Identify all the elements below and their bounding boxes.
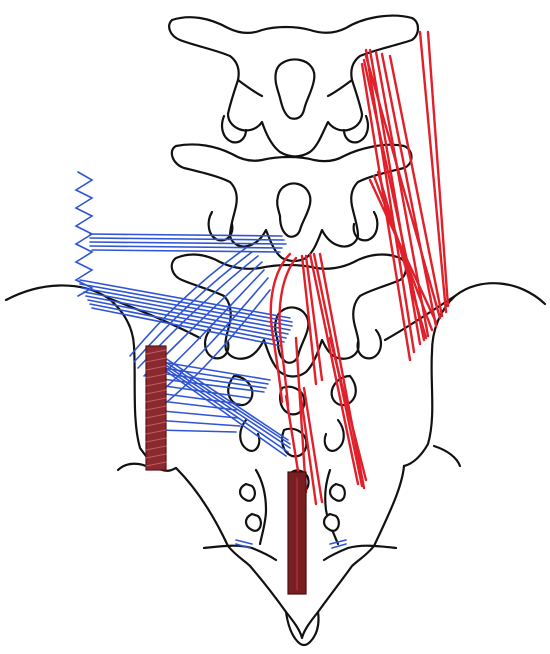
- blue-lower-fan: [150, 348, 290, 456]
- sacral-foramen-3: [246, 514, 261, 531]
- bone-outline: [6, 16, 545, 645]
- sacral-foramen-4: [324, 514, 339, 531]
- left-ilium-lower: [108, 298, 200, 338]
- sacral-foramen-1: [240, 484, 255, 501]
- left-sacroiliac-edge: [118, 464, 150, 470]
- red-right-long-strands: [362, 32, 448, 360]
- sacral-foramen-2: [330, 484, 345, 501]
- sacral-notch-right: [325, 420, 344, 451]
- l5-articular-right: [358, 330, 381, 358]
- right-sacroiliac-edge: [434, 446, 460, 466]
